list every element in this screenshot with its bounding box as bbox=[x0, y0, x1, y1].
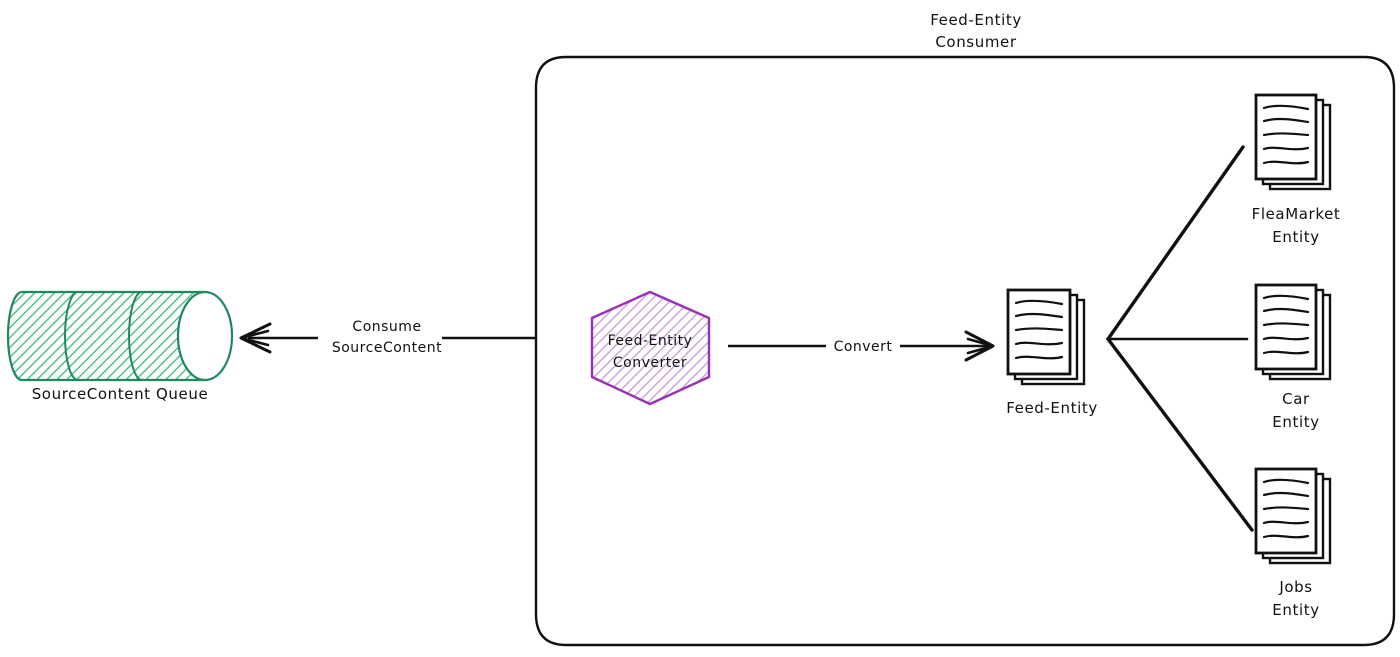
feed-entity-converter bbox=[590, 290, 711, 406]
fleamarket-entity-doc-stack bbox=[1254, 93, 1332, 191]
jobs-entity-label-line1: Jobs bbox=[1278, 578, 1312, 596]
fleamarket-entity-label-line2: Entity bbox=[1272, 228, 1319, 246]
container-title-line2: Consumer bbox=[935, 33, 1017, 51]
fleamarket-entity-label-line1: FleaMarket bbox=[1252, 205, 1341, 223]
jobs-entity-doc-stack bbox=[1254, 467, 1332, 565]
queue-label: SourceContent Queue bbox=[32, 385, 209, 403]
container-title-line1: Feed-Entity bbox=[930, 11, 1022, 29]
car-entity-label-line1: Car bbox=[1282, 390, 1310, 408]
feed-entity-doc-stack bbox=[1006, 288, 1086, 386]
converter-label-line1: Feed-Entity bbox=[608, 333, 693, 349]
jobs-entity-label-line2: Entity bbox=[1272, 601, 1319, 619]
feed-entity-label: Feed-Entity bbox=[1006, 399, 1098, 417]
sourcecontent-queue bbox=[6, 290, 234, 382]
car-entity-doc-stack bbox=[1254, 283, 1332, 381]
converter-label-line2: Converter bbox=[613, 355, 687, 371]
edge-convert bbox=[728, 330, 995, 362]
edge-consume-label-line1: Consume bbox=[352, 319, 421, 335]
car-entity-label-line2: Entity bbox=[1272, 413, 1319, 431]
edge-consume-label-line2: SourceContent bbox=[332, 340, 442, 356]
edge-convert-label: Convert bbox=[834, 339, 893, 355]
edge-consume bbox=[239, 322, 536, 354]
consumer-container bbox=[534, 55, 1396, 647]
fanout-edges bbox=[1106, 145, 1254, 532]
